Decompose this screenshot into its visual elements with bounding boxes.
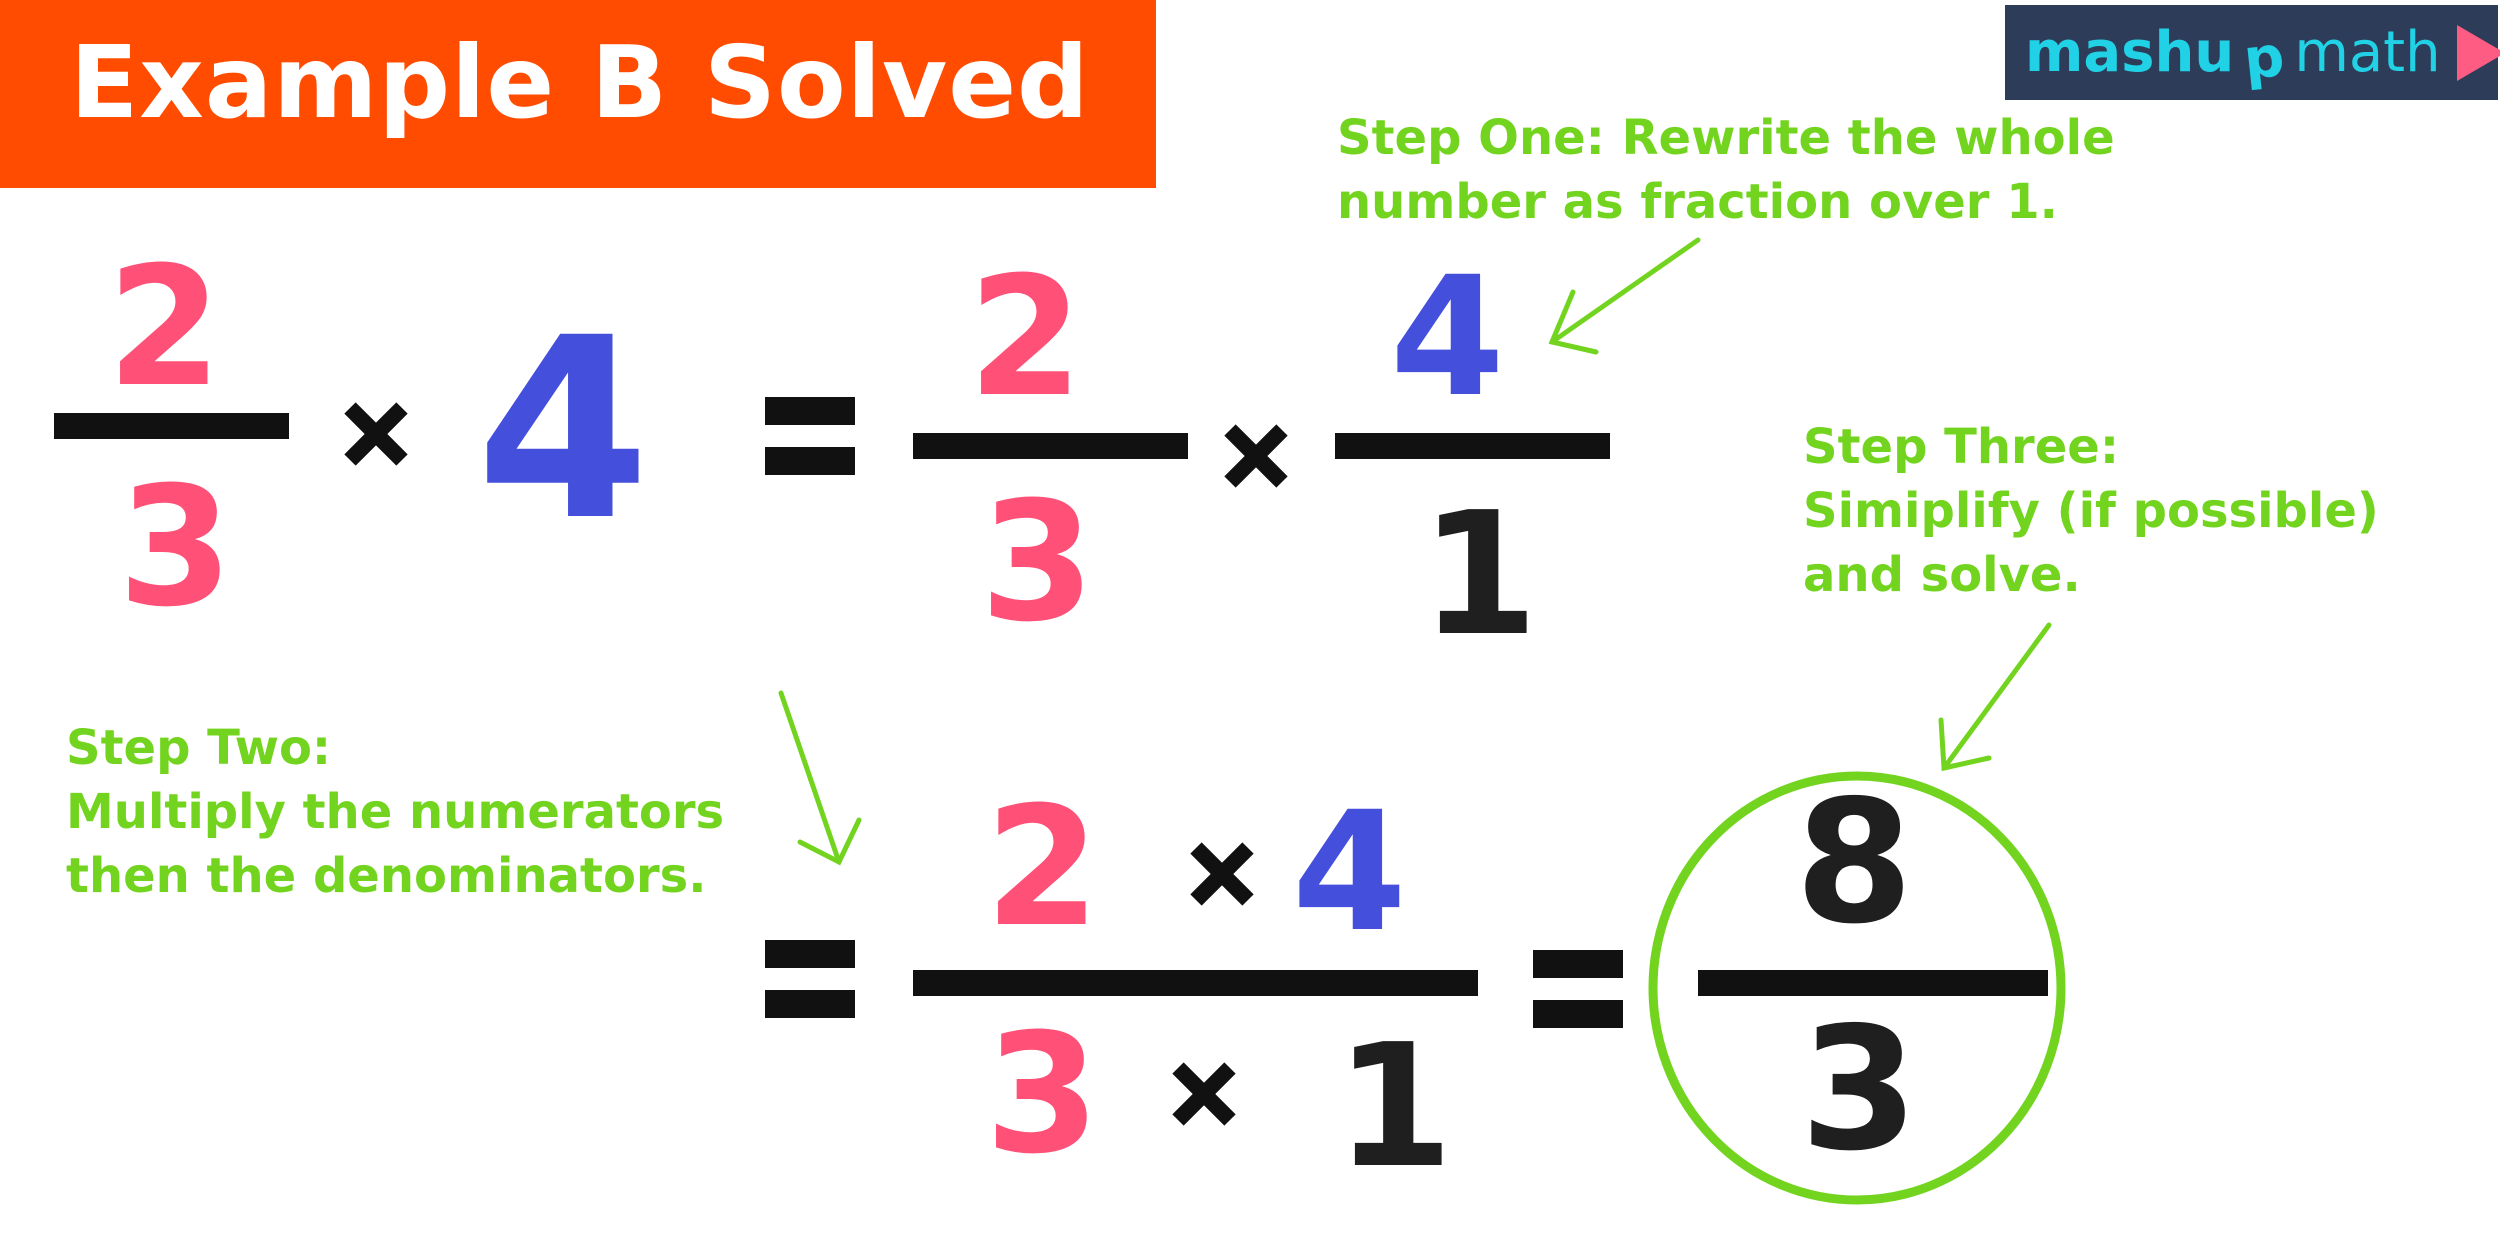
step-three-arrow [1938,622,2052,772]
times-icon-4 [1172,1062,1236,1126]
step-one-line-2: number as fraction over 1. [1337,174,2058,230]
fraction-bar-3 [1335,433,1610,459]
step-two-line-1: Step Two: [66,720,332,776]
product-numerator-b: 4 [1292,776,1407,968]
logo-text-mashu: mashu [2025,19,2235,85]
equals-icon-1 [765,397,855,475]
step-three-annotation: Step Three: Simiplify (if possible) and … [1803,415,2379,607]
fraction-bar-result [1698,970,2048,996]
fraction-bar-4 [913,970,1478,996]
page-title: Example B Solved [70,24,1090,141]
whole-number: 4 [476,284,650,575]
fraction-1-denominator: 3 [118,451,233,643]
equals-icon-3 [1533,950,1623,1028]
result-numerator: 8 [1795,764,1914,962]
product-denominator-b: 1 [1335,1008,1454,1206]
fraction-1-numerator: 2 [107,231,222,423]
step-one-arrow [1548,237,1701,355]
step-one-line-1: Step One: Rewrite the whole [1337,110,2115,166]
times-icon-2 [1224,424,1288,488]
times-icon-3 [1190,842,1254,906]
step-two-line-2: Multiply the numerators [66,784,725,840]
fraction-bar-2 [913,433,1188,459]
fraction-2-numerator: 2 [968,241,1083,433]
logo-text-math: math [2294,19,2441,85]
equals-icon-2 [765,940,855,1018]
result-circle [1648,771,2066,1205]
fraction-2-denominator: 3 [980,466,1095,658]
step-two-arrow [778,690,862,866]
step-two-line-3: then the denominators. [66,848,707,904]
result-denominator: 3 [1800,991,1919,1189]
step-one-annotation: Step One: Rewrite the whole number as fr… [1337,106,2115,234]
step-three-line-1: Step Three: [1803,419,2120,475]
fraction-3-denominator: 1 [1420,476,1539,674]
step-two-annotation: Step Two: Multiply the numerators then t… [66,716,724,908]
play-icon [2456,24,2500,81]
step-three-line-2: Simiplify (if possible) [1803,483,2379,539]
step-three-line-3: and solve. [1803,547,2081,603]
times-icon-1 [344,402,408,466]
title-banner [0,0,1156,188]
product-denominator-a: 3 [985,998,1100,1190]
fraction-3-numerator: 4 [1390,241,1505,433]
product-numerator-a: 2 [985,771,1100,963]
fraction-bar-1 [54,413,289,439]
